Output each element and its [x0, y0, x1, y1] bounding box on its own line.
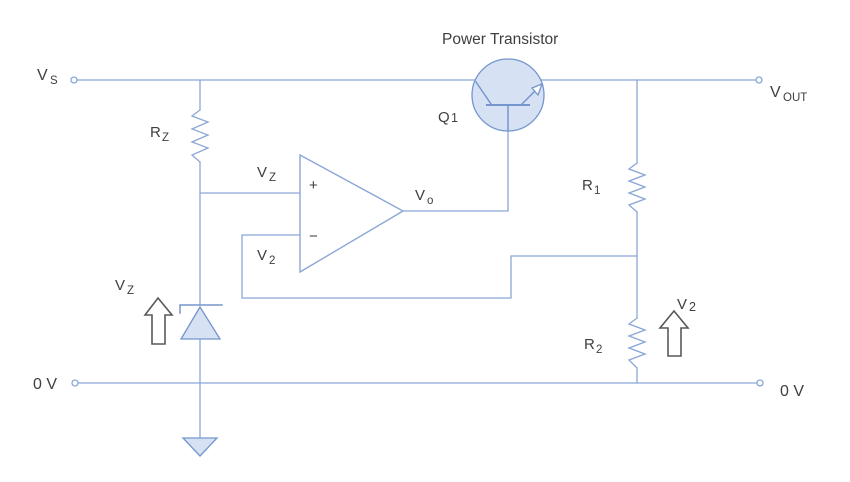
svg-text:R: R: [582, 177, 593, 194]
zener-diode: [179, 304, 223, 340]
svg-text:V: V: [115, 277, 125, 294]
svg-text:V: V: [677, 296, 687, 313]
transistor-emitter-arrowhead: [530, 82, 544, 97]
rz-label: R Z: [150, 124, 169, 144]
v2-across-r2-label: V 2: [677, 296, 696, 314]
svg-text:V: V: [770, 84, 781, 101]
zero-volt-left-label: 0 V: [33, 376, 57, 393]
vs-terminal: [70, 76, 78, 84]
ground-symbol: [181, 437, 219, 457]
zener-cathode-bar: [179, 304, 223, 314]
vout-terminal: [755, 76, 763, 84]
svg-text:Q: Q: [438, 109, 450, 126]
r1-resistor: [627, 162, 647, 213]
svg-text:1: 1: [594, 185, 600, 197]
svg-text:Z: Z: [269, 172, 276, 184]
zero-volt-right-terminal: [756, 379, 764, 387]
vz-input-label: V Z: [257, 164, 276, 184]
vo-label: V o: [415, 187, 433, 207]
svg-text:Z: Z: [162, 132, 169, 144]
svg-text:V: V: [257, 164, 267, 181]
feedback-wire: [241, 234, 638, 299]
wires: [76, 79, 758, 439]
svg-text:V: V: [257, 247, 267, 264]
opamp-triangle: [299, 153, 405, 274]
zero-volt-left-terminal: [71, 379, 79, 387]
transistor-collector-lead: [474, 80, 493, 106]
vz-annotation-arrow-icon: [143, 296, 174, 345]
svg-text:2: 2: [596, 344, 602, 356]
r1-label: R 1: [582, 177, 600, 197]
svg-text:R: R: [150, 124, 161, 141]
opamp-minus-label: −: [309, 228, 318, 245]
svg-text:V: V: [415, 187, 425, 204]
zero-volt-right-label: 0 V: [780, 383, 804, 400]
svg-text:1: 1: [451, 111, 458, 125]
opamp: + −: [299, 153, 405, 274]
svg-text:OUT: OUT: [783, 92, 807, 104]
svg-text:2: 2: [269, 255, 275, 267]
svg-text:S: S: [50, 75, 58, 87]
opamp-output-wire: [402, 130, 509, 212]
power-transistor-label: Power Transistor: [442, 31, 558, 48]
power-transistor: [471, 58, 545, 132]
rz-resistor: [190, 109, 210, 163]
q1-label: Q 1: [438, 109, 458, 126]
vs-label: V S: [37, 67, 58, 87]
svg-text:V: V: [37, 67, 48, 84]
r2-resistor: [627, 317, 647, 369]
zener-anode-triangle: [179, 305, 222, 340]
svg-text:2: 2: [689, 300, 696, 314]
r2-label: R 2: [584, 336, 602, 356]
transistor-emitter-lead: [520, 88, 538, 106]
opamp-plus-label: +: [309, 177, 318, 194]
v2-input-label: V 2: [257, 247, 275, 267]
svg-text:R: R: [584, 336, 595, 353]
vout-label: V OUT: [770, 84, 807, 104]
vz-across-zener-label: V Z: [115, 277, 134, 297]
labels: Power Transistor V S V OUT R Z R 1 R 2 Q…: [33, 31, 807, 400]
svg-text:Z: Z: [127, 285, 134, 297]
svg-text:o: o: [427, 195, 433, 207]
v2-annotation-arrow-icon: [658, 309, 690, 357]
